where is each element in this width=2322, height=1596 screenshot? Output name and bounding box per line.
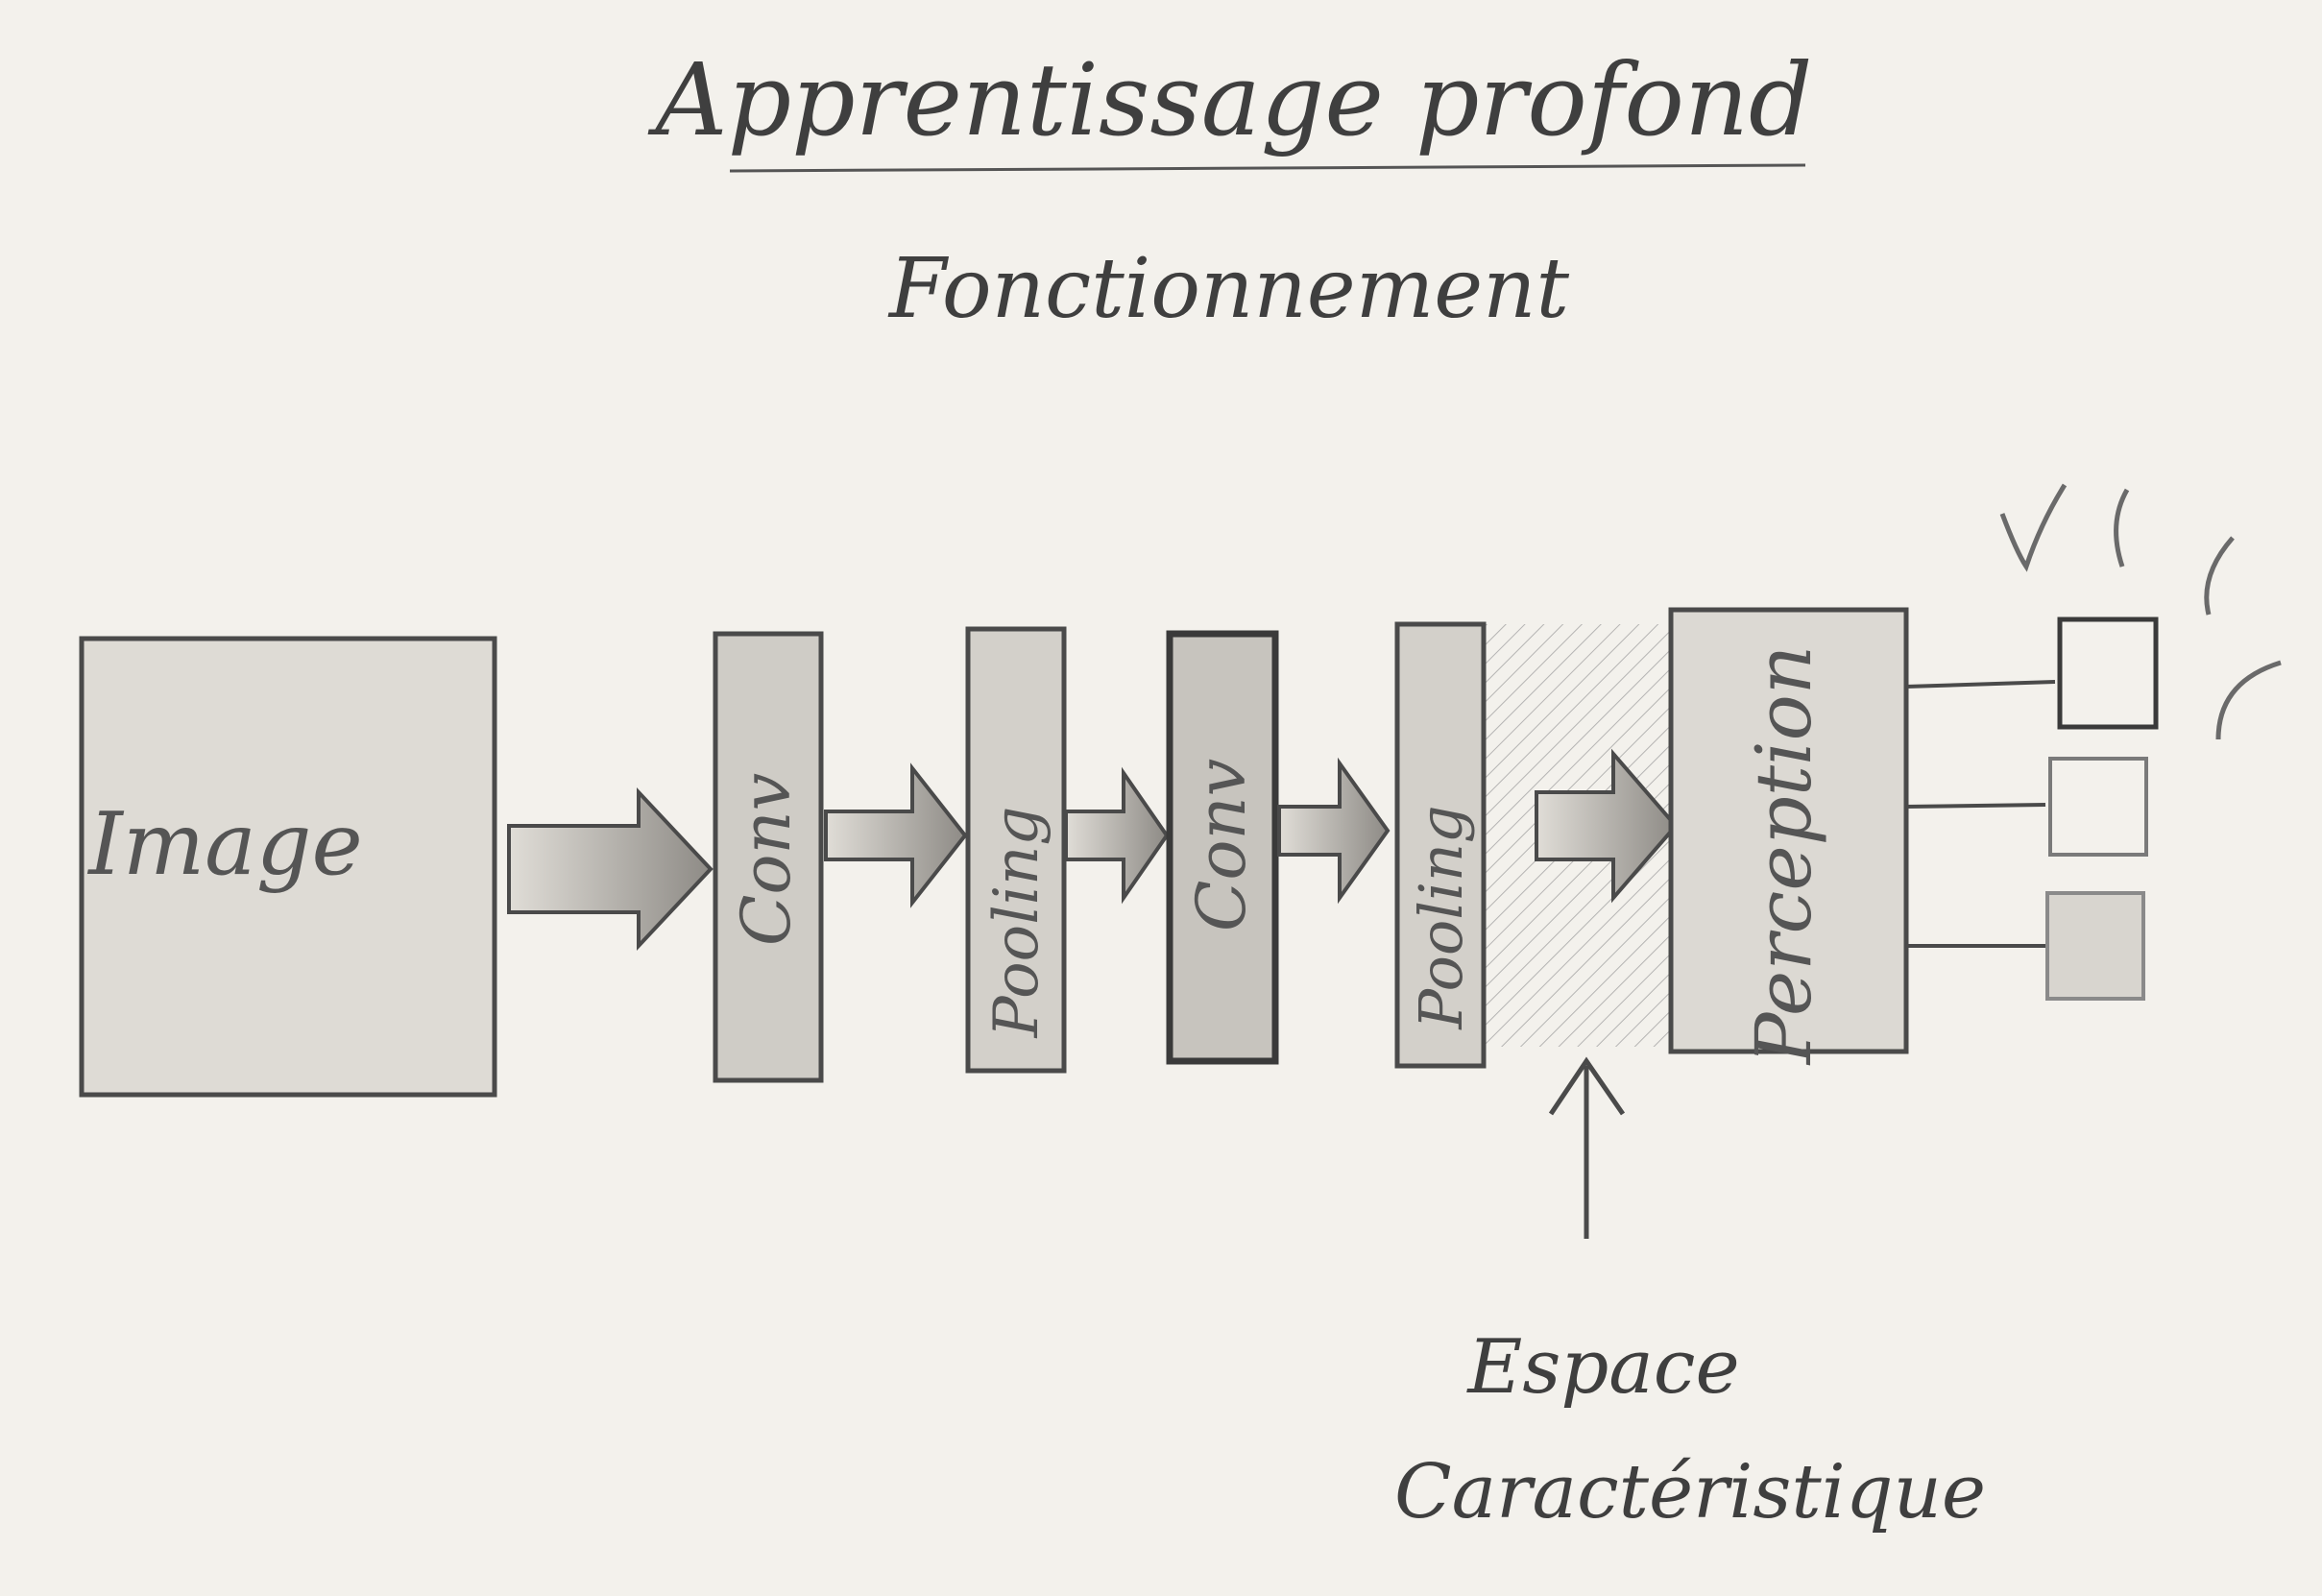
feature-space-label-line1: Espace	[1465, 1324, 1739, 1411]
diagram-title: Apprentissage profond	[647, 41, 1812, 158]
output-node-1	[2057, 617, 2159, 730]
arrow-image-to-conv	[507, 786, 714, 952]
stage-pooling-1: Pooling	[965, 626, 1067, 1074]
stage-image: Image	[79, 636, 497, 1098]
stage-conv-2-label: Conv	[1182, 759, 1261, 931]
stage-conv-2: Conv	[1166, 630, 1279, 1065]
arrow-conv-to-pooling-2	[1277, 757, 1391, 905]
output-connections	[1905, 680, 2056, 948]
arrow-conv-to-pooling	[824, 762, 968, 908]
output-marks	[1999, 483, 2282, 740]
diagram-subtitle: Fonctionnement	[887, 241, 1570, 337]
title-underline	[729, 163, 1806, 173]
stage-pooling-2: Pooling	[1394, 621, 1487, 1069]
output-node-2	[2048, 757, 2148, 857]
stage-pooling-2-label: Pooling	[1406, 805, 1476, 1029]
stage-conv-1: Conv	[713, 631, 824, 1083]
stage-perception: Perception	[1668, 607, 1909, 1067]
output-node-3	[2045, 891, 2145, 1001]
stage-pooling-1-label: Pooling	[981, 807, 1052, 1039]
stage-conv-1-label: Conv	[727, 773, 806, 946]
feature-space-pointer-arrow	[1548, 1056, 1626, 1239]
arrow-feature-to-perception	[1535, 748, 1679, 904]
arrow-pooling-to-conv	[1064, 766, 1170, 905]
stage-perception-label: Perception	[1739, 645, 1828, 1067]
stage-image-label: Image	[86, 794, 362, 895]
feature-space-label-line2: Caractéristique	[1394, 1449, 1986, 1536]
